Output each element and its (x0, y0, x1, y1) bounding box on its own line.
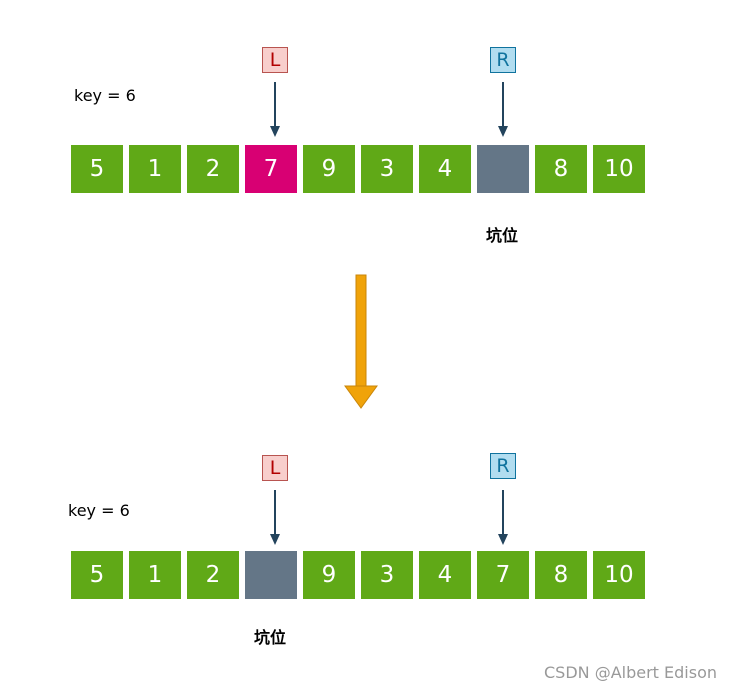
array-cell: 3 (361, 145, 413, 193)
array-cell-pit (477, 145, 529, 193)
array-cell-right-pointer: 7 (477, 551, 529, 599)
key-label-after: key = 6 (68, 501, 130, 520)
array-cell: 5 (71, 145, 123, 193)
array-cell: 1 (129, 145, 181, 193)
array-cell-pit (245, 551, 297, 599)
right-arrow-after (498, 490, 508, 545)
pit-label-before: 坑位 (486, 226, 519, 245)
transition-arrow (344, 274, 378, 409)
left-arrow-before (270, 82, 280, 137)
array-cell: 1 (129, 551, 181, 599)
left-marker-before: L (262, 47, 288, 73)
array-cell: 8 (535, 551, 587, 599)
key-label-before: key = 6 (74, 86, 136, 105)
right-marker-after: R (490, 453, 516, 479)
array-cell: 9 (303, 551, 355, 599)
pit-label-after: 坑位 (254, 628, 287, 647)
array-cell: 10 (593, 551, 645, 599)
array-cell: 3 (361, 551, 413, 599)
array-cell: 5 (71, 551, 123, 599)
array-cell: 2 (187, 551, 239, 599)
array-cell-left-pointer: 7 (245, 145, 297, 193)
array-cell: 8 (535, 145, 587, 193)
array-cell: 10 (593, 145, 645, 193)
right-marker-before: R (490, 47, 516, 73)
array-cell: 2 (187, 145, 239, 193)
watermark: CSDN @Albert Edison (543, 663, 717, 682)
array-cell: 4 (419, 551, 471, 599)
left-marker-after: L (262, 455, 288, 481)
array-cell: 4 (419, 145, 471, 193)
right-arrow-before (498, 82, 508, 137)
left-arrow-after (270, 490, 280, 545)
array-cell: 9 (303, 145, 355, 193)
